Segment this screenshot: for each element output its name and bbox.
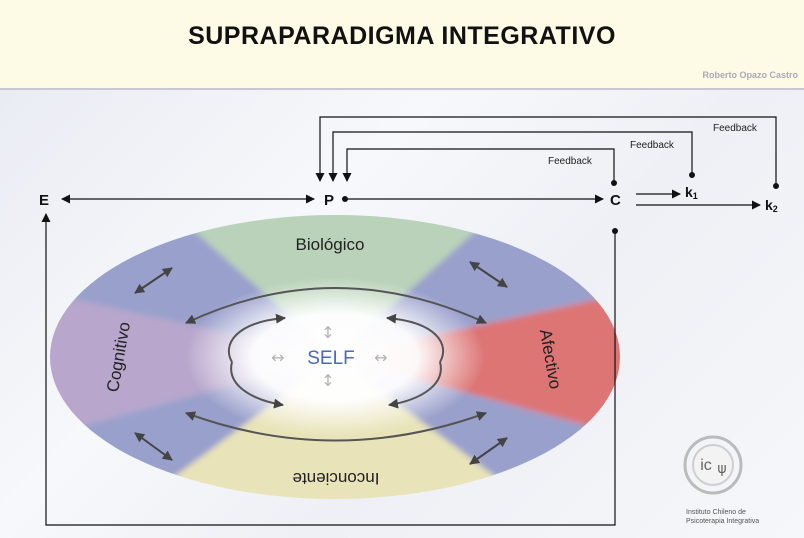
bottom-left-double-arrow bbox=[134, 432, 173, 461]
inner-arrows bbox=[185, 287, 487, 442]
node-e: E bbox=[39, 192, 49, 209]
self-right-arrow: ↔ bbox=[374, 348, 387, 367]
cognitivo-sector bbox=[50, 290, 335, 440]
afectivo-sector bbox=[335, 290, 620, 440]
logo-ring-outer bbox=[683, 435, 743, 495]
p-dot bbox=[342, 196, 348, 202]
self-loop-top-right bbox=[386, 313, 445, 363]
self-up-arrow: ↕ bbox=[321, 323, 334, 342]
biologico-label: Biológico bbox=[296, 235, 365, 254]
feedback-loop-outer bbox=[315, 116, 777, 186]
flow-lines bbox=[41, 116, 777, 526]
self-loop-bottom-right bbox=[388, 361, 442, 409]
c-bottom-dot bbox=[612, 228, 618, 234]
top-left-double-arrow bbox=[134, 267, 173, 294]
node-dots bbox=[342, 172, 779, 234]
ichi-logo: ic ψ bbox=[683, 435, 743, 495]
feedback-label-inner: Feedback bbox=[548, 156, 593, 167]
header: SUPRAPARADIGMA INTEGRATIVO Roberto Opazo… bbox=[0, 0, 804, 90]
logo-mark-psi: ψ bbox=[717, 461, 726, 477]
inner-bottom-arc bbox=[185, 411, 487, 442]
self-left-arrow: ↔ bbox=[271, 348, 284, 367]
c-top-dot bbox=[611, 180, 617, 186]
k1-dot bbox=[689, 172, 695, 178]
self-down-arrow: ↕ bbox=[321, 371, 334, 390]
feedback-loop-middle bbox=[328, 131, 693, 182]
page-title: SUPRAPARADIGMA INTEGRATIVO bbox=[188, 22, 616, 50]
inner-top-arc bbox=[185, 287, 487, 324]
node-p: P bbox=[324, 192, 334, 209]
logo-ring-inner bbox=[692, 444, 734, 486]
self-label: SELF bbox=[307, 348, 355, 369]
inconciente-label: Inconciente bbox=[293, 469, 380, 488]
k2-dot bbox=[773, 183, 779, 189]
c-e-return-loop bbox=[41, 213, 616, 526]
feedback-label-middle: Feedback bbox=[630, 140, 675, 151]
author-credit: Roberto Opazo Castro bbox=[702, 70, 798, 80]
self-loop-bottom-left bbox=[230, 361, 284, 409]
connector-arrows bbox=[134, 261, 508, 465]
top-right-double-arrow bbox=[469, 261, 508, 288]
self-loop-top-left bbox=[227, 313, 286, 363]
bottom-right-double-arrow bbox=[469, 437, 508, 465]
feedback-label-outer: Feedback bbox=[713, 123, 758, 134]
logo-mark-ic: ic bbox=[700, 457, 712, 474]
feedback-loop-inner bbox=[342, 148, 615, 183]
institute-name-line1: Instituto Chileno de bbox=[686, 509, 746, 516]
node-c: C bbox=[610, 192, 621, 209]
node-k2: k2 bbox=[765, 197, 778, 214]
self-small-arrows: ↕ ↕ ↔ ↔ bbox=[271, 323, 387, 390]
node-k1: k1 bbox=[685, 184, 698, 201]
institute-name-line2: Psicoterapia Integrativa bbox=[686, 518, 760, 525]
